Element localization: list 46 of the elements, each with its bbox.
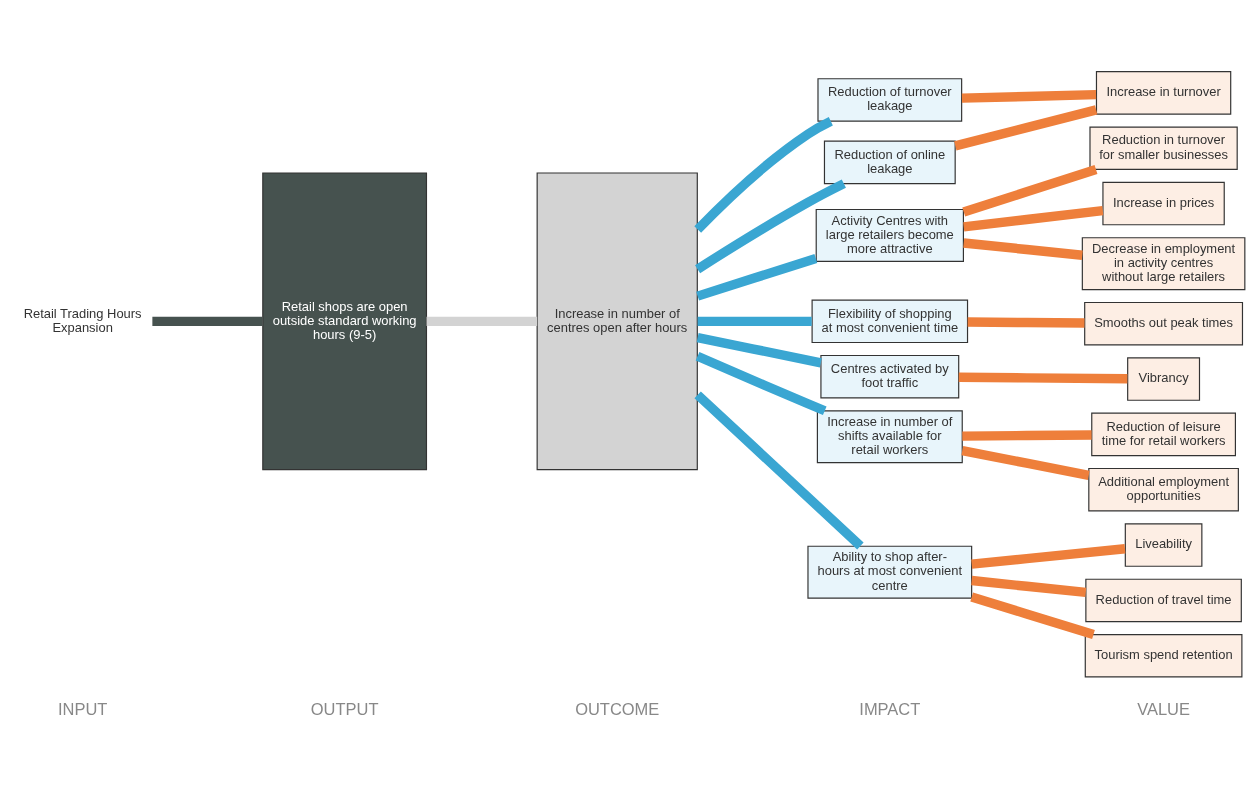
connector [971,575,1087,597]
connector [697,316,812,326]
node-box: Increase in number of shifts available for retail workers [816,409,963,463]
node-box: Reduction in turnover for smaller businesses [1089,125,1238,170]
label: OUTPUT [310,699,379,718]
node-box: Increase in number of centres open after hours [536,171,698,470]
node-box: Decrease in employment in activity centres without large retailers [1081,236,1246,290]
connector [962,164,1098,216]
connector [426,316,538,326]
label: INPUT [57,699,108,718]
node-box: Ability to shop after-hours at most convenient centre [807,545,973,599]
label: OUTCOME [575,699,660,718]
connector [696,332,822,367]
connector [962,429,1092,441]
node-box: Smooths out peak times [1084,301,1244,345]
connector [971,543,1126,569]
connector [954,104,1098,150]
node-box: Reduction of turnover leakage [817,77,963,122]
node-box: Centres activated by foot traffic [820,354,960,398]
connector [967,316,1085,328]
connector [970,592,1095,639]
connector [958,372,1128,383]
node-box: Flexibility of shopping at most convenient time [811,299,969,343]
node-box: Tourism spend retention [1084,633,1243,678]
label: IMPACT [859,699,921,718]
connector [694,390,864,549]
node-box: Additional employment opportunities [1088,467,1239,511]
node-text: Retail Trading Hours Expansion [23,305,142,335]
connector [961,445,1090,480]
node-box: Vibrancy [1127,356,1201,401]
node-box: Liveability [1124,522,1203,567]
connector [696,253,818,301]
connector [963,205,1104,232]
node-box: Reduction of online leakage [823,140,956,184]
label: VALUE [1137,699,1190,718]
node-box: Increase in prices [1102,181,1225,225]
node-box: Activity Centres with large retailers become more attractive [815,208,964,262]
node-box: Reduction of travel time [1085,578,1242,622]
connector [695,351,827,415]
connector [152,316,263,326]
node-box: Increase in turnover [1095,70,1232,115]
node-box: Retail shops are open outside standard working hours (9-5) [262,171,428,470]
connector [963,237,1083,260]
node-box: Reduction of leisure time for retail workers [1091,412,1236,456]
connector [695,178,846,273]
connector [961,89,1097,103]
